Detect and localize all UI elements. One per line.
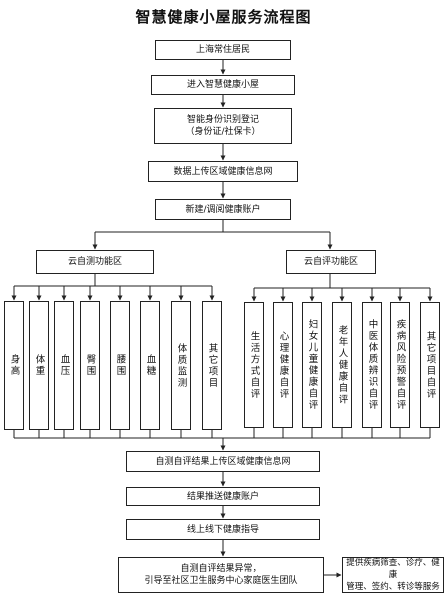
step-upload-data: 数据上传区域健康信息网 — [148, 161, 298, 182]
self-test-item-blood-pressure: 血压 — [54, 301, 74, 430]
step-id-registration-line2: （身份证/社保卡） — [185, 127, 261, 137]
self-test-item-other: 其它项目 — [202, 301, 222, 430]
left-item-rises — [13, 430, 213, 438]
self-test-item-hip: 臀围 — [80, 301, 100, 430]
step-abnormal-referral: 自测自评结果异常， 引导至社区卫生服务中心家庭医生团队 — [118, 557, 324, 593]
self-eval-item-elderly: 老年人健康自评 — [332, 302, 352, 428]
zone-self-eval: 云自评功能区 — [286, 250, 376, 274]
right-item-rises — [253, 428, 431, 438]
zone-self-test: 云自测功能区 — [36, 250, 154, 274]
self-test-item-weight: 体重 — [29, 301, 49, 430]
diagram-title: 智慧健康小屋服务流程图 — [135, 8, 312, 26]
self-test-item-height: 身高 — [4, 301, 24, 430]
step-upload-results: 自测自评结果上传区域健康信息网 — [126, 451, 320, 472]
self-eval-item-other: 其它项目自评 — [420, 302, 440, 428]
step-id-registration-line1: 智能身份识别登记 — [186, 115, 259, 125]
self-eval-item-mental: 心理健康自评 — [273, 302, 293, 428]
step-services-line1: 提供疾病筛查、诊疗、健康 — [346, 558, 440, 580]
step-health-account: 新建/调阅健康账户 — [155, 199, 291, 220]
self-test-item-waist: 腰围 — [110, 301, 130, 430]
self-eval-item-lifestyle: 生活方式自评 — [244, 302, 264, 428]
self-eval-item-tcm: 中医体质辨识自评 — [362, 302, 382, 428]
step-services: 提供疾病筛查、诊疗、健康 管理、签约、转诊等服务 — [342, 557, 444, 593]
step-services-line2: 管理、签约、转诊等服务 — [346, 582, 440, 592]
self-eval-item-disease-risk: 疾病风险预警自评 — [390, 302, 410, 428]
left-item-drops — [11, 286, 215, 301]
self-test-item-physique: 体质监测 — [171, 301, 191, 430]
self-eval-item-women-children: 妇女儿童健康自评 — [302, 302, 322, 428]
step-push-account: 结果推送健康账户 — [126, 487, 320, 506]
self-test-item-blood-sugar: 血糖 — [140, 301, 160, 430]
step-abnormal-referral-line2: 引导至社区卫生服务中心家庭医生团队 — [144, 576, 298, 586]
step-abnormal-referral-line1: 自测自评结果异常， — [180, 564, 262, 574]
right-item-drops — [251, 288, 433, 302]
step-resident: 上海常住居民 — [155, 40, 291, 60]
step-enter-hut: 进入智慧健康小屋 — [151, 75, 295, 95]
step-health-guidance: 线上线下健康指导 — [126, 519, 320, 540]
step-id-registration: 智能身份识别登记 （身份证/社保卡） — [154, 108, 292, 144]
